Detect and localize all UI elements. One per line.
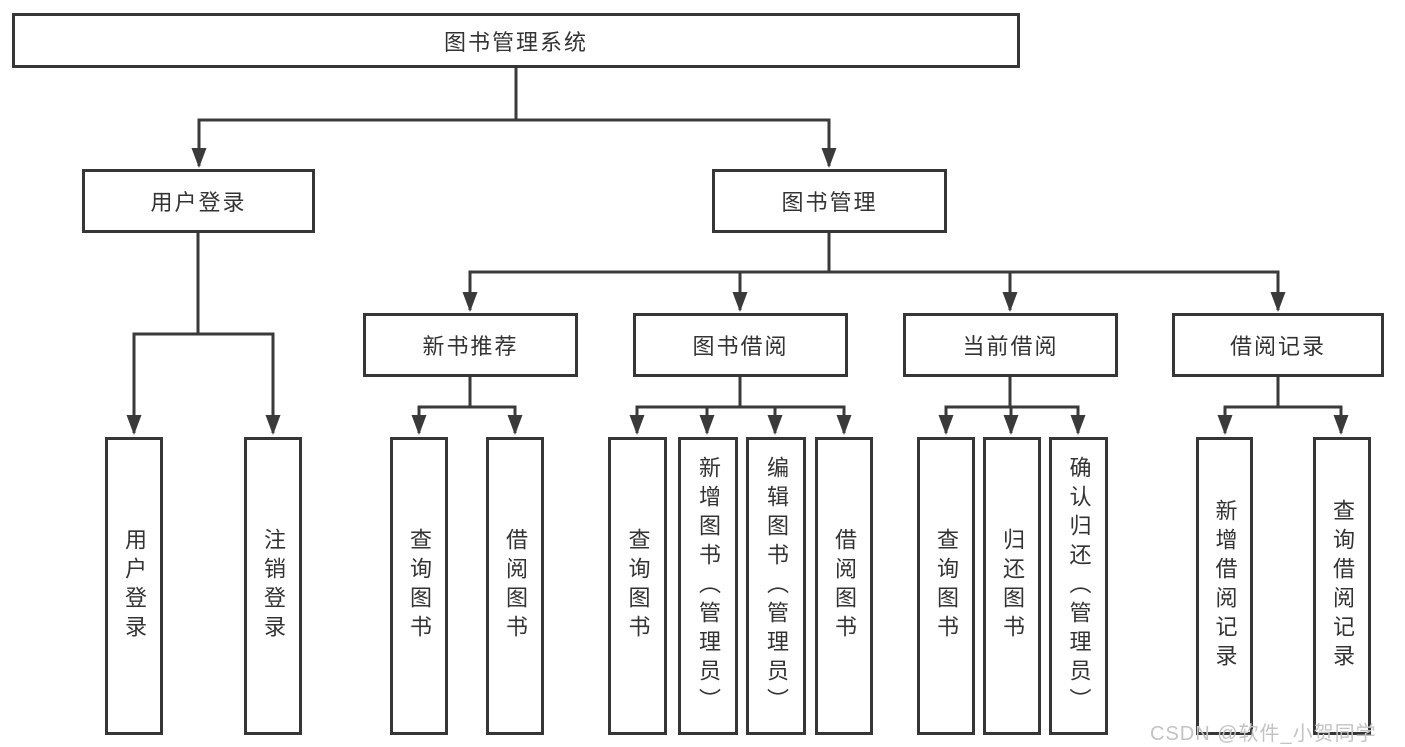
node-borrow-books-newbook: 借阅图书: [486, 437, 544, 735]
node-add-book-admin: 新增图书（管理员）: [678, 437, 738, 735]
node-current-borrowing: 当前借阅: [903, 313, 1118, 377]
node-book-management: 图书管理: [712, 169, 947, 233]
node-new-book-recommend: 新书推荐: [363, 313, 578, 377]
connector-current-to-leaves: [938, 377, 1086, 435]
node-library-system: 图书管理系统: [12, 13, 1020, 68]
node-book-borrowing: 图书借阅: [633, 313, 848, 377]
connector-borrow-to-leaves: [629, 377, 852, 435]
connector-root-to-level2: [191, 68, 837, 168]
node-confirm-return-admin: 确认归还（管理员）: [1049, 437, 1108, 735]
node-borrow-records: 借阅记录: [1172, 313, 1384, 377]
node-user-login-leaf: 用户登录: [105, 437, 163, 735]
connector-records-to-leaves: [1217, 377, 1349, 435]
node-user-login: 用户登录: [82, 169, 315, 233]
connector-login-to-leaves: [126, 233, 281, 435]
csdn-watermark: CSDN @软件_小贺同学: [1150, 723, 1377, 745]
node-logout-leaf: 注销登录: [244, 437, 302, 735]
node-query-books-newbook: 查询图书: [390, 437, 448, 735]
connector-newbook-to-leaves: [411, 377, 523, 435]
node-edit-book-admin: 编辑图书（管理员）: [746, 437, 806, 735]
node-add-borrow-record: 新增借阅记录: [1196, 437, 1253, 735]
node-query-books-borrow: 查询图书: [608, 437, 667, 735]
node-query-borrow-record: 查询借阅记录: [1313, 437, 1371, 735]
node-return-books: 归还图书: [983, 437, 1041, 735]
node-borrow-books-borrow: 借阅图书: [815, 437, 873, 735]
connector-mgmt-to-level3: [462, 233, 1286, 312]
node-query-books-current: 查询图书: [917, 437, 975, 735]
